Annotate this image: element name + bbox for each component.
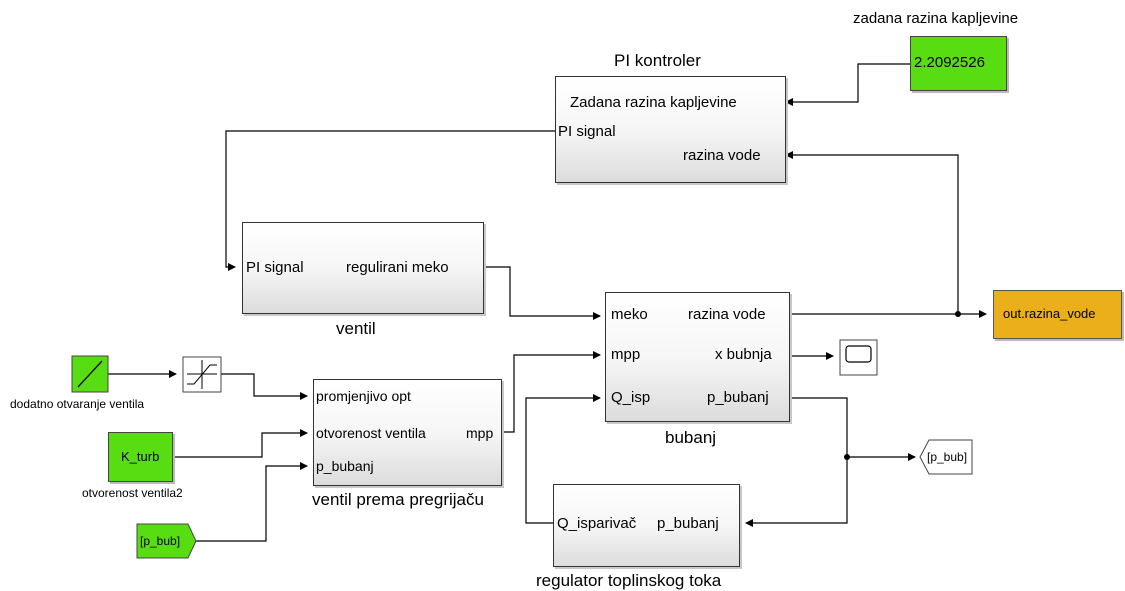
branch-point-level [955, 311, 961, 317]
ramp-icon [77, 360, 103, 388]
pi-port-pi-signal: PI signal [558, 123, 616, 140]
bubanj-port-x: x bubnja [715, 346, 772, 363]
signal-line-p-bubanj[interactable] [745, 397, 848, 527]
ventil-title: ventil [336, 319, 376, 338]
bubanj-port-p: p_bubanj [707, 389, 769, 406]
signal-line-mpp[interactable] [502, 351, 601, 433]
bubanj-port-level: razina vode [688, 306, 766, 323]
regulator-port-q: Q_isparivač [557, 515, 637, 532]
pregrijac-title: ventil prema pregrijaču [312, 490, 484, 509]
bubanj-title: bubanj [665, 428, 717, 447]
pregrijac-block[interactable] [313, 379, 502, 486]
saturation-icon [187, 360, 217, 389]
setpoint-constant-value: 2.2092526 [914, 54, 985, 71]
pregrijac-port-mpp: mpp [466, 425, 494, 441]
kturb-block[interactable] [108, 432, 173, 482]
signal-line-kturb[interactable] [173, 429, 308, 458]
bubanj-port-mpp: mpp [611, 346, 641, 363]
bubanj-block[interactable] [605, 292, 790, 422]
pi-port-setpoint: Zadana razina kapljevine [570, 94, 737, 111]
regulator-port-p: p_bubanj [657, 515, 719, 532]
goto-tag-block[interactable] [919, 439, 973, 475]
signal-line-q-isp[interactable] [525, 394, 601, 524]
ventil-port-meko: regulirani meko [346, 259, 449, 276]
signal-line-pi-signal[interactable] [225, 130, 555, 271]
pregrijac-port-otvorenost: otvorenost ventila [316, 425, 426, 441]
regulator-block[interactable] [553, 484, 740, 567]
ventil-block[interactable] [242, 222, 484, 314]
signal-line-setpoint[interactable] [785, 63, 910, 106]
bubanj-port-meko: meko [611, 306, 648, 323]
ventil-port-pi-signal: PI signal [246, 259, 304, 276]
kturb-value: K_turb [121, 449, 160, 464]
out-block-label: out.razina_vode [1003, 306, 1096, 321]
pi-port-level: razina vode [683, 147, 761, 164]
pregrijac-port-p: p_bubanj [316, 458, 374, 474]
out-block[interactable] [993, 290, 1122, 339]
signal-line-from-p-bub[interactable] [195, 462, 308, 542]
goto-tag-label: [p_bub] [927, 450, 968, 464]
pi-controller-title: PI kontroler [614, 51, 701, 70]
signal-line-level-feedback[interactable] [785, 151, 959, 314]
ramp-label: dodatno otvaranje ventila [10, 397, 145, 411]
pregrijac-port-opt: promjenjivo opt [316, 388, 411, 404]
signal-line-saturation[interactable] [221, 373, 308, 400]
branch-point-p-bubanj [844, 454, 850, 460]
scope-icon [845, 345, 872, 363]
const-title: zadana razina kapljevine [853, 10, 1019, 27]
regulator-title: regulator toplinskog toka [536, 571, 722, 590]
from-tag-block[interactable] [136, 523, 197, 559]
bubanj-port-q-isp: Q_isp [611, 389, 651, 406]
setpoint-constant-block[interactable] [910, 36, 1007, 91]
pi-controller-block[interactable] [555, 76, 786, 183]
from-tag-label: [p_bub] [140, 534, 181, 548]
signal-line-meko[interactable] [484, 266, 601, 320]
kturb-label: otvorenost ventila2 [82, 486, 183, 500]
